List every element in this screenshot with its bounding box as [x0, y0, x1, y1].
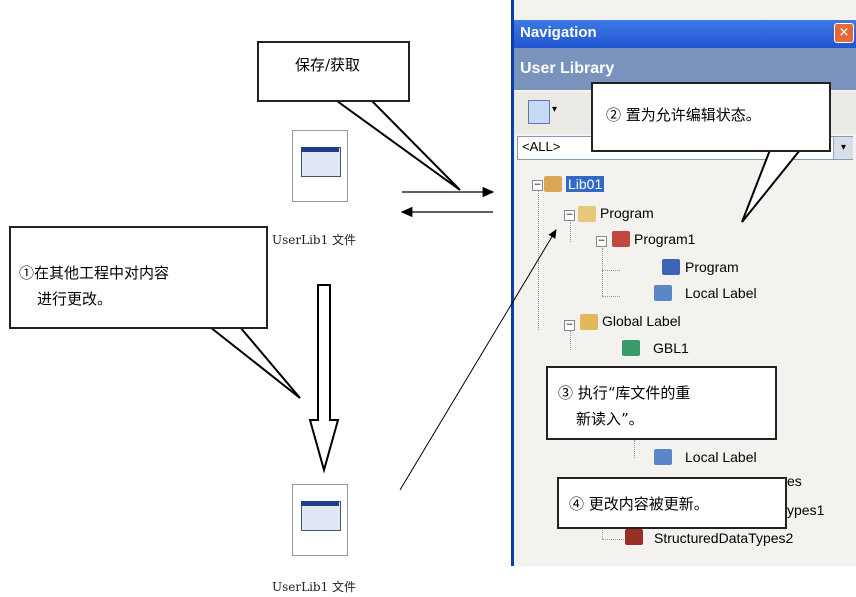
- collapse-icon[interactable]: −: [532, 180, 543, 191]
- toolbar-dropdown-icon[interactable]: ▾: [552, 104, 558, 115]
- global-label-icon: [622, 340, 640, 356]
- tree-item-structured-types2[interactable]: StructuredDataTypes2: [654, 530, 794, 546]
- library-file-icon: [292, 484, 348, 556]
- local-label-icon: [654, 449, 672, 465]
- change-down-arrow: [308, 284, 340, 474]
- close-icon[interactable]: ×: [834, 23, 854, 43]
- tree-item-gbl1[interactable]: GBL1: [653, 340, 689, 356]
- tree-item-label: Lib01: [566, 176, 605, 192]
- tree-item-structured-types1[interactable]: ypes1: [787, 502, 825, 518]
- tree-connector: [602, 296, 620, 297]
- tree-item-local-label[interactable]: Local Label: [685, 285, 757, 301]
- callout-tail: [741, 149, 801, 223]
- tree-connector: [602, 248, 603, 296]
- callout-step1: ①在其他工程中对内容 进行更改。: [9, 226, 268, 329]
- structured-type-icon: [625, 529, 643, 545]
- tree-item-program-body[interactable]: Program: [685, 259, 739, 275]
- navigation-title: Navigation: [520, 24, 597, 41]
- collapse-icon[interactable]: −: [564, 320, 575, 331]
- folder-icon: [580, 314, 598, 330]
- tree-item-lib01[interactable]: Lib01: [566, 176, 605, 192]
- callout-step4: ④ 更改内容被更新。: [557, 477, 787, 529]
- callout-save-get-text: 保存/获取: [295, 56, 361, 74]
- folder-icon: [578, 206, 596, 222]
- callout-step3-line1: ③ 执行“库文件的重: [558, 384, 691, 402]
- collapse-icon[interactable]: −: [596, 236, 607, 247]
- callout-tail: [336, 100, 461, 191]
- chevron-down-icon[interactable]: ▾: [833, 137, 853, 159]
- user-library-title: User Library: [520, 60, 615, 77]
- callout-step2-text: ② 置为允许编辑状态。: [606, 106, 761, 124]
- callout-step1-line2: 进行更改。: [37, 290, 113, 308]
- file-caption-bottom: UserLib1 文件: [272, 580, 357, 594]
- tree-item-local-label-2[interactable]: Local Label: [685, 449, 757, 465]
- reload-arrow: [399, 229, 557, 491]
- tree-item-program1[interactable]: Program1: [634, 231, 696, 247]
- callout-step4-text: ④ 更改内容被更新。: [569, 495, 709, 513]
- tree-connector: [570, 330, 571, 350]
- callout-step1-line1: ①在其他工程中对内容: [19, 264, 170, 282]
- navigation-title-bar: Navigation: [514, 20, 856, 48]
- tree-connector: [602, 270, 620, 271]
- tree-connector: [634, 440, 635, 458]
- callout-step3: ③ 执行“库文件的重 新读入”。: [546, 366, 777, 440]
- callout-tail: [209, 326, 301, 399]
- file-caption-top: UserLib1 文件: [272, 233, 357, 247]
- tree-item-structured-types[interactable]: es: [787, 473, 802, 489]
- tree-item-program[interactable]: Program: [600, 205, 654, 221]
- callout-save-get: 保存/获取: [257, 41, 410, 102]
- filter-value: <ALL>: [522, 139, 561, 154]
- collapse-icon[interactable]: −: [564, 210, 575, 221]
- local-label-icon: [654, 285, 672, 301]
- callout-step2: ② 置为允许编辑状态。: [591, 82, 831, 152]
- callout-step3-line2: 新读入”。: [576, 410, 644, 428]
- tree-connector: [570, 222, 571, 242]
- tree-connector: [602, 539, 624, 540]
- program-body-icon: [662, 259, 680, 275]
- tree-item-global-label[interactable]: Global Label: [602, 313, 681, 329]
- library-book-icon: [544, 176, 562, 192]
- library-file-icon: [292, 130, 348, 202]
- program-block-icon: [612, 231, 630, 247]
- new-item-icon[interactable]: [528, 100, 550, 124]
